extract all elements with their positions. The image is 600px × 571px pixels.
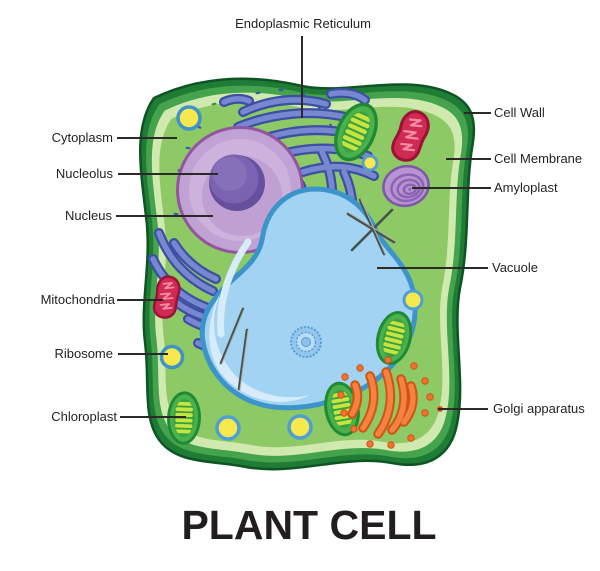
golgi-apparatus-label: Golgi apparatus (493, 401, 585, 416)
amyloplast (382, 164, 430, 208)
ribosomes (159, 105, 424, 441)
amyloplast-label: Amyloplast (494, 180, 558, 195)
mitochondria-leader-line (117, 299, 163, 301)
vacuole (199, 186, 418, 411)
ribosome-leader-line (118, 353, 168, 355)
vacuole-crystal (290, 326, 322, 358)
cell-wall-label: Cell Wall (494, 105, 545, 120)
nucleolus-leader-line (118, 173, 218, 175)
ribosome-label: Ribosome (54, 346, 113, 361)
cytoplasm-leader-line (117, 137, 177, 139)
endoplasmic-reticulum-leader-line (301, 36, 303, 118)
vacuole-label: Vacuole (492, 260, 539, 275)
diagram-title: PLANT CELL (181, 502, 437, 548)
nucleolus-label: Nucleolus (55, 166, 113, 181)
golgi-apparatus (337, 356, 443, 449)
chloroplast-label: Chloroplast (51, 409, 117, 424)
raphide-needles (219, 198, 396, 391)
golgi-apparatus-leader-line (438, 408, 488, 410)
cell-membrane-leader-line (446, 158, 491, 160)
chloroplast-leader-line (120, 416, 186, 418)
endoplasmic-reticulum-label: Endoplasmic Reticulum (235, 16, 371, 31)
cell-wall-leader-line (464, 112, 491, 114)
nucleolus (209, 154, 265, 211)
cell-membrane-label: Cell Membrane (494, 151, 583, 166)
vacuole-leader-line (377, 267, 488, 269)
cytoplasm-label: Cytoplasm (51, 130, 113, 145)
nucleus-label: Nucleus (65, 208, 112, 223)
nucleus-leader-line (116, 215, 213, 217)
mitochondria-label: Mitochondria (40, 292, 115, 307)
amyloplast-leader-line (412, 187, 491, 189)
